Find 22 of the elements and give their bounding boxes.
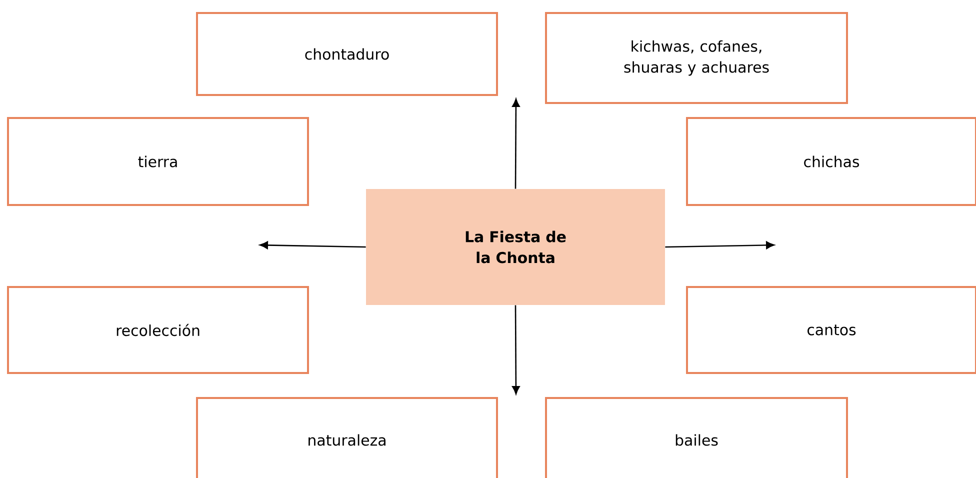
node-label: naturaleza bbox=[308, 434, 386, 446]
node-label: chichas bbox=[804, 156, 860, 168]
concept-box bbox=[196, 12, 498, 96]
concept-box bbox=[196, 397, 498, 478]
node-label: tierra bbox=[138, 156, 177, 168]
node-label: La Fiesta de la Chonta bbox=[466, 230, 566, 264]
node-label: bailes bbox=[676, 434, 718, 446]
arrow bbox=[512, 305, 520, 394]
concept-box bbox=[686, 286, 976, 374]
concept-box bbox=[686, 117, 976, 206]
node-label: chontaduro bbox=[305, 48, 389, 60]
node-label: kichwas, cofanes, shuaras y achuares bbox=[624, 40, 769, 76]
concept-box bbox=[7, 286, 309, 374]
arrow bbox=[512, 98, 520, 189]
concept-box bbox=[7, 117, 309, 206]
node-label: cantos bbox=[808, 324, 856, 336]
concept-box bbox=[545, 397, 848, 478]
concept-box bbox=[545, 12, 848, 104]
arrow bbox=[665, 241, 774, 250]
arrow bbox=[260, 241, 366, 250]
title-box bbox=[366, 189, 665, 305]
node-label: recolección bbox=[116, 324, 200, 336]
